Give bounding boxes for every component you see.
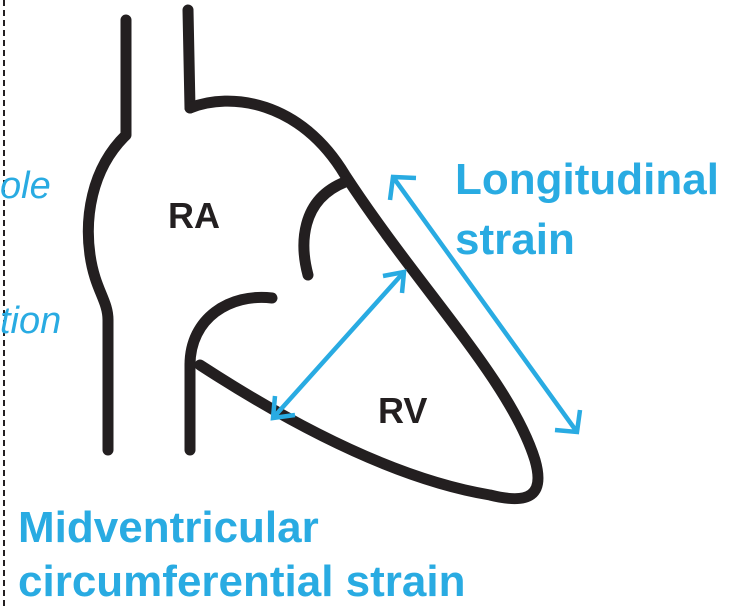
partial-label-2: tion xyxy=(0,300,61,343)
longitudinal-label-line2: strain xyxy=(455,218,575,262)
svc-right-wall xyxy=(188,10,190,108)
svc-left-wall xyxy=(88,20,126,450)
valve-upper-leaflet xyxy=(304,182,345,275)
circumferential-label-line1: Midventricular xyxy=(18,506,319,550)
circumferential-label-line2: circumferential strain xyxy=(18,560,466,604)
rv-label: RV xyxy=(378,390,427,432)
partial-label-1: ole xyxy=(0,165,51,208)
ra-label: RA xyxy=(168,195,220,237)
valve-lower-leaflet xyxy=(190,297,272,365)
longitudinal-label-line1: Longitudinal xyxy=(455,158,719,202)
